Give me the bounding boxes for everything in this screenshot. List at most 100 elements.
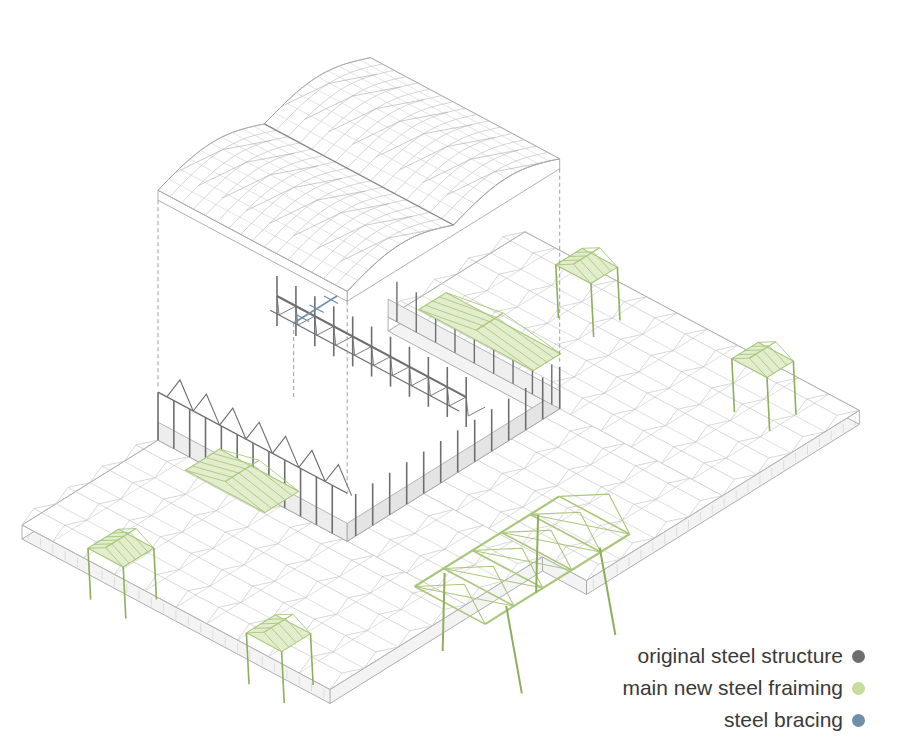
facade-mullion: [200, 623, 201, 632]
legend-label: original steel structure: [638, 644, 843, 668]
sawtooth-truss: [456, 490, 490, 511]
sawtooth-truss: [490, 469, 524, 490]
sawtooth-truss: [761, 415, 795, 436]
sawtooth-ridge: [136, 445, 444, 609]
grid-beam: [492, 451, 655, 538]
steel-truss: [272, 436, 298, 467]
sawtooth-truss: [631, 426, 665, 447]
facade-mullion: [286, 669, 287, 678]
facade-mullion: [28, 531, 29, 540]
sawtooth-truss: [176, 586, 210, 607]
roof-purlin: [349, 63, 538, 164]
new-steel-leg: [282, 652, 285, 703]
sawtooth-truss: [589, 482, 623, 503]
grid-beam: [330, 605, 466, 690]
sawtooth-ridge: [68, 487, 376, 652]
grid-beam: [525, 232, 859, 411]
facade-mullion: [163, 604, 164, 613]
legend-row: steel bracing: [622, 704, 865, 736]
new-steel-rafter: [569, 256, 604, 275]
new-steel-truss: [473, 548, 543, 588]
new-steel-brace: [473, 550, 572, 570]
new-steel-beam: [559, 496, 629, 534]
courtyard-wall: [158, 422, 347, 541]
roof-purlin: [360, 60, 549, 161]
steel-brace: [353, 336, 372, 355]
new-steel-beam: [473, 550, 543, 588]
facade-mullion: [819, 438, 820, 447]
roof-purlin: [179, 169, 368, 270]
roof-purlin: [371, 58, 560, 159]
facade-mullion: [640, 550, 641, 559]
facade-mullion: [176, 610, 177, 619]
facade-mullion: [593, 579, 594, 588]
sawtooth-truss: [333, 631, 367, 652]
roof-brace: [400, 137, 496, 169]
facade-mullion: [688, 520, 689, 529]
facade-mullion: [724, 498, 725, 507]
facade-mullion: [188, 617, 189, 626]
facade-mullion: [40, 538, 41, 547]
sawtooth-truss: [601, 409, 635, 430]
facade-mullion: [311, 683, 312, 692]
grid-beam: [56, 504, 364, 669]
steel-column: [491, 409, 493, 451]
facade-mullion: [617, 564, 618, 573]
steel-column: [551, 365, 552, 405]
facade-mullion: [855, 416, 856, 425]
sawtooth-truss: [764, 378, 798, 399]
sawtooth-truss: [422, 274, 456, 295]
steel-column: [423, 452, 425, 494]
sawtooth-truss: [377, 533, 415, 557]
roof-purlin: [328, 71, 517, 172]
projection-line: [559, 169, 560, 365]
legend-swatch: [852, 650, 865, 663]
facade-mullion: [249, 650, 250, 659]
sawtooth-truss: [582, 280, 616, 301]
projection-line: [158, 200, 159, 388]
facade-mullion: [712, 505, 713, 514]
grid-beam: [692, 394, 829, 479]
courtyard-frame: [158, 276, 560, 541]
sawtooth-truss: [306, 577, 340, 598]
roof-brace: [305, 87, 401, 119]
steel-truss: [246, 422, 272, 453]
facade-mullion: [736, 490, 737, 499]
facade-mullion: [225, 637, 226, 646]
slab-edge: [859, 410, 860, 424]
sawtooth-truss: [213, 527, 247, 548]
facade-mullion: [771, 468, 772, 477]
facade-mullion: [114, 577, 115, 586]
slab-edge: [22, 525, 23, 539]
facade-mullion: [700, 512, 701, 521]
sawtooth-truss: [666, 404, 700, 425]
new-steel-brace: [415, 587, 514, 607]
roof-valley: [264, 124, 453, 225]
roof-brace: [341, 229, 437, 261]
sawtooth-truss: [623, 461, 657, 482]
grid-beam: [299, 588, 435, 673]
sawtooth-truss: [523, 486, 557, 507]
sawtooth-truss: [517, 286, 551, 307]
new-steel-leg: [443, 573, 445, 651]
steel-brace: [334, 326, 353, 345]
new-steel-leg: [154, 548, 157, 599]
grid-beam: [114, 490, 250, 575]
legend-swatch: [852, 682, 865, 695]
new-steel-rafter: [199, 462, 278, 504]
sawtooth-truss: [557, 465, 591, 486]
projection-line: [293, 323, 294, 400]
roof-purlin: [307, 84, 496, 185]
grid-beam: [145, 506, 281, 591]
roof-purlin: [211, 143, 400, 244]
new-steel-beam: [415, 587, 485, 625]
sawtooth-truss: [726, 437, 760, 458]
steel-column: [474, 420, 476, 462]
new-steel-frame: [556, 248, 618, 283]
sawtooth-truss: [22, 504, 56, 525]
new-steel-truss: [559, 494, 629, 534]
steel-bracing: [310, 305, 324, 313]
sawtooth-truss: [87, 499, 121, 520]
sawtooth-ridge: [504, 435, 667, 522]
steel-column: [416, 292, 417, 332]
